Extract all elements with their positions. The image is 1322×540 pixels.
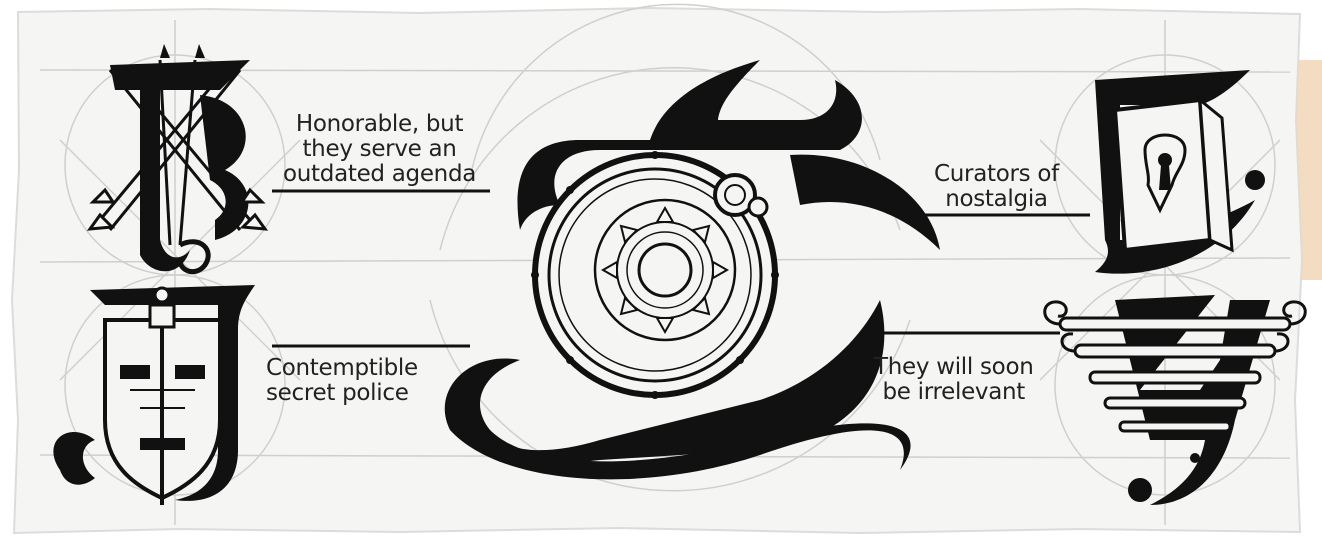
caption-line: be irrelevant bbox=[874, 380, 1034, 405]
caption-line: They will soon bbox=[874, 355, 1034, 380]
caption-line: Curators of bbox=[934, 162, 1059, 187]
caption-top-left: Honorable, but they serve an outdated ag… bbox=[283, 112, 476, 187]
caption-line: outdated agenda bbox=[283, 162, 476, 187]
caption-line: secret police bbox=[266, 381, 418, 406]
caption-top-right: Curators of nostalgia bbox=[934, 162, 1059, 212]
caption-line: nostalgia bbox=[934, 187, 1059, 212]
caption-line: they serve an bbox=[283, 137, 476, 162]
caption-line: Contemptible bbox=[266, 356, 418, 381]
caption-bottom-left: Contemptible secret police bbox=[266, 356, 418, 406]
caption-line: Honorable, but bbox=[283, 112, 476, 137]
caption-bottom-right: They will soon be irrelevant bbox=[874, 355, 1034, 405]
